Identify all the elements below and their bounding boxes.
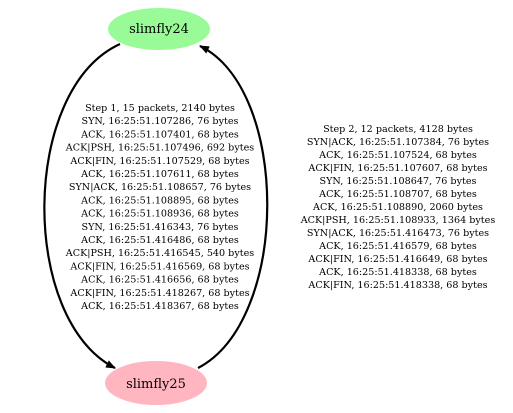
node-slimfly25: slimfly25	[105, 361, 207, 405]
step1-label-line: ACK|PSH, 16:25:51.107496, 692 bytes	[65, 143, 254, 154]
step2-label-line: ACK, 16:25:51.416579, 68 bytes	[318, 241, 477, 252]
step1-label-line: SYN|ACK, 16:25:51.108657, 76 bytes	[69, 182, 251, 193]
step1-label-line: ACK|FIN, 16:25:51.418267, 68 bytes	[69, 288, 249, 299]
step2-label-line: ACK, 16:25:51.418338, 68 bytes	[318, 267, 477, 278]
step1-label-line: ACK|FIN, 16:25:51.416569, 68 bytes	[69, 261, 249, 272]
step2-label-line: ACK|FIN, 16:25:51.107607, 68 bytes	[307, 163, 487, 174]
step1-label-line: Step 1, 15 packets, 2140 bytes	[85, 103, 235, 114]
edge-step2	[197, 45, 269, 369]
step2-label-line: ACK|PSH, 16:25:51.108933, 1364 bytes	[300, 215, 496, 226]
edge-step1	[43, 43, 121, 369]
step2-label-line: SYN|ACK, 16:25:51.416473, 76 bytes	[307, 228, 489, 239]
step2-label-line: SYN, 16:25:51.108647, 76 bytes	[320, 176, 477, 187]
step1-label-line: ACK, 16:25:51.416486, 68 bytes	[80, 235, 239, 246]
node-slimfly24-shape	[108, 8, 210, 50]
step1-label-line: ACK, 16:25:51.416656, 68 bytes	[80, 275, 239, 286]
step1-label-line: ACK, 16:25:51.108936, 68 bytes	[80, 209, 239, 220]
step1-label-line: ACK, 16:25:51.107401, 68 bytes	[80, 129, 239, 140]
step2-label-line: Step 2, 12 packets, 4128 bytes	[323, 124, 473, 135]
node-slimfly24: slimfly24	[108, 8, 210, 50]
step1-label-line: ACK, 16:25:51.107611, 68 bytes	[80, 169, 239, 180]
step1-label-line: SYN, 16:25:51.107286, 76 bytes	[82, 116, 239, 127]
step2-label-line: ACK, 16:25:51.107524, 68 bytes	[318, 150, 477, 161]
node-slimfly25-shape	[105, 361, 207, 405]
step2-label-line: ACK, 16:25:51.108890, 2060 bytes	[312, 202, 483, 213]
step1-label-line: ACK, 16:25:51.418367, 68 bytes	[80, 301, 239, 312]
step1-label-line: ACK|FIN, 16:25:51.107529, 68 bytes	[69, 156, 249, 167]
step1-label-line: ACK|PSH, 16:25:51.416545, 540 bytes	[65, 248, 254, 259]
step1-label-line: SYN, 16:25:51.416343, 76 bytes	[82, 222, 239, 233]
step2-label-line: SYN|ACK, 16:25:51.107384, 76 bytes	[307, 137, 489, 148]
step1-label-line: ACK, 16:25:51.108895, 68 bytes	[80, 195, 239, 206]
step2-label-line: ACK, 16:25:51.108707, 68 bytes	[318, 189, 477, 200]
step2-label-line: ACK|FIN, 16:25:51.418338, 68 bytes	[307, 280, 487, 291]
node-slimfly25-label: slimfly25	[126, 377, 186, 392]
node-slimfly24-label: slimfly24	[129, 22, 189, 37]
step2-label-line: ACK|FIN, 16:25:51.416649, 68 bytes	[307, 254, 487, 265]
